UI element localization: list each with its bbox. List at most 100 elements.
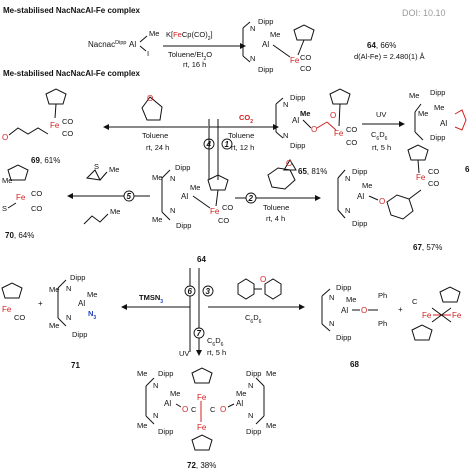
svg-text:CO: CO xyxy=(428,167,439,176)
svg-text:Dipp: Dipp xyxy=(246,427,261,436)
svg-text:5: 5 xyxy=(127,192,132,201)
svg-text:CO: CO xyxy=(346,125,357,134)
svg-text:Al: Al xyxy=(181,192,188,201)
section-title-reactivity: Me-stabilised NacNacAl-Fe complex xyxy=(3,69,140,78)
svg-text:Al: Al xyxy=(78,299,85,308)
svg-text:Me: Me xyxy=(270,30,280,39)
svg-text:N: N xyxy=(250,24,255,33)
svg-text:7: 7 xyxy=(197,329,202,338)
svg-text:Toluene/Et2O: Toluene/Et2O xyxy=(168,50,212,62)
svg-text:Me: Me xyxy=(418,109,428,118)
compound-65-label: 65, 81% xyxy=(298,167,327,176)
compound-69-structure: O Fe CO CO xyxy=(2,88,73,142)
svg-text:O: O xyxy=(260,275,266,284)
vertical-arrow-block: 6 3 7 UV C6D6 rt, 5 h xyxy=(179,268,226,358)
svg-text:rt, 24 h: rt, 24 h xyxy=(146,143,169,152)
svg-text:Dipp: Dipp xyxy=(430,88,445,97)
section-title-synthesis: Me-stabilised NacNacAl-Fe complex xyxy=(3,6,140,15)
svg-text:Dipp: Dipp xyxy=(258,65,273,74)
svg-text:Fe: Fe xyxy=(334,129,344,138)
svg-text:Ph: Ph xyxy=(378,319,387,328)
svg-text:C6D6: C6D6 xyxy=(245,313,262,325)
svg-text:CO: CO xyxy=(218,216,229,225)
svg-text:C: C xyxy=(412,297,418,306)
svg-text:Fe: Fe xyxy=(2,305,12,314)
svg-text:Dipp: Dipp xyxy=(246,369,261,378)
svg-text:Fe: Fe xyxy=(290,56,300,65)
doi-text: DOI: 10.10 xyxy=(402,8,446,18)
svg-text:Me: Me xyxy=(236,389,246,398)
svg-text:N: N xyxy=(283,100,288,109)
compound-64-structure-center: Dipp Me N N Al Me Dipp Me Fe CO CO xyxy=(152,163,233,230)
svg-text:CO: CO xyxy=(300,64,311,73)
svg-text:N: N xyxy=(283,131,288,140)
svg-text:Dipp: Dipp xyxy=(290,93,305,102)
svg-text:S: S xyxy=(2,204,7,213)
svg-text:Me: Me xyxy=(49,285,59,294)
svg-text:Me: Me xyxy=(346,295,356,304)
svg-text:Al: Al xyxy=(129,40,136,49)
svg-text:N: N xyxy=(66,313,71,322)
svg-text:Dipp: Dipp xyxy=(70,273,85,282)
svg-text:Dipp: Dipp xyxy=(336,283,351,292)
svg-text:Fe: Fe xyxy=(422,311,432,320)
svg-text:Me: Me xyxy=(266,369,276,378)
svg-text:Toluene: Toluene xyxy=(228,131,254,140)
svg-text:3: 3 xyxy=(206,287,211,296)
compound-67-structure: Dipp N N Al Me Dipp O Fe CO CO xyxy=(337,144,439,228)
step-5-reagents: S Me Me xyxy=(83,162,120,225)
svg-text:Toluene: Toluene xyxy=(142,131,168,140)
thf-reagent: O xyxy=(141,94,163,121)
svg-text:C: C xyxy=(191,405,197,414)
svg-text:N: N xyxy=(250,54,255,63)
svg-text:Dipp: Dipp xyxy=(158,369,173,378)
svg-text:O: O xyxy=(361,306,367,315)
svg-text:Fe: Fe xyxy=(197,393,207,402)
svg-text:Dipp: Dipp xyxy=(158,427,173,436)
arrow-step-1: CO2 Toluene rt, 12 h 1 xyxy=(208,113,279,180)
svg-text:rt, 5 h: rt, 5 h xyxy=(372,143,391,152)
svg-text:Al: Al xyxy=(236,399,243,408)
svg-text:N: N xyxy=(170,174,175,183)
svg-text:N: N xyxy=(153,411,158,420)
svg-text:2: 2 xyxy=(248,194,254,203)
svg-text:Dipp: Dipp xyxy=(430,133,445,142)
arrow-step-5: 5 xyxy=(67,190,150,202)
compound-68-label: 68 xyxy=(350,360,359,369)
svg-text:N: N xyxy=(153,381,158,390)
svg-text:Me: Me xyxy=(434,103,444,112)
svg-text:CO2: CO2 xyxy=(239,113,253,125)
svg-text:Dipp: Dipp xyxy=(175,163,190,172)
svg-text:O: O xyxy=(182,405,188,414)
svg-text:Me: Me xyxy=(190,183,200,192)
compound-70-label: 70, 64% xyxy=(5,231,34,240)
svg-text:Fe: Fe xyxy=(50,121,60,130)
svg-text:Dipp: Dipp xyxy=(352,219,367,228)
svg-text:rt, 4 h: rt, 4 h xyxy=(266,214,285,223)
svg-text:Dipp: Dipp xyxy=(176,221,191,230)
svg-text:O: O xyxy=(147,94,153,103)
svg-text:CO: CO xyxy=(346,138,357,147)
svg-text:Me: Me xyxy=(149,29,159,38)
svg-text:CO: CO xyxy=(14,313,25,322)
svg-text:Al: Al xyxy=(164,399,171,408)
svg-text:Me: Me xyxy=(362,181,372,190)
svg-text:C6D6: C6D6 xyxy=(371,130,388,142)
compound-64-structure-top: Dipp N N Al Me Dipp Fe CO CO xyxy=(242,17,315,74)
compound-72-structure: Me Dipp N N Al Me Dipp Me O C Fe Fe C O … xyxy=(137,367,276,451)
svg-text:Me: Me xyxy=(266,421,276,430)
svg-text:UV: UV xyxy=(179,349,189,358)
svg-text:O: O xyxy=(2,133,8,142)
svg-text:Al: Al xyxy=(341,306,348,315)
svg-text:O: O xyxy=(311,125,317,134)
svg-text:N3: N3 xyxy=(88,309,96,321)
svg-text:NacnacDipp: NacnacDipp xyxy=(88,40,126,49)
bond-length-text: d(Al-Fe) = 2.480(1) Å xyxy=(354,52,425,61)
compound-69-label: 69, 61% xyxy=(31,156,60,165)
svg-text:rt, 5 h: rt, 5 h xyxy=(207,348,226,357)
svg-text:O: O xyxy=(220,405,226,414)
svg-text:Fe: Fe xyxy=(197,423,207,432)
svg-text:N: N xyxy=(248,381,253,390)
svg-text:N: N xyxy=(329,319,334,328)
